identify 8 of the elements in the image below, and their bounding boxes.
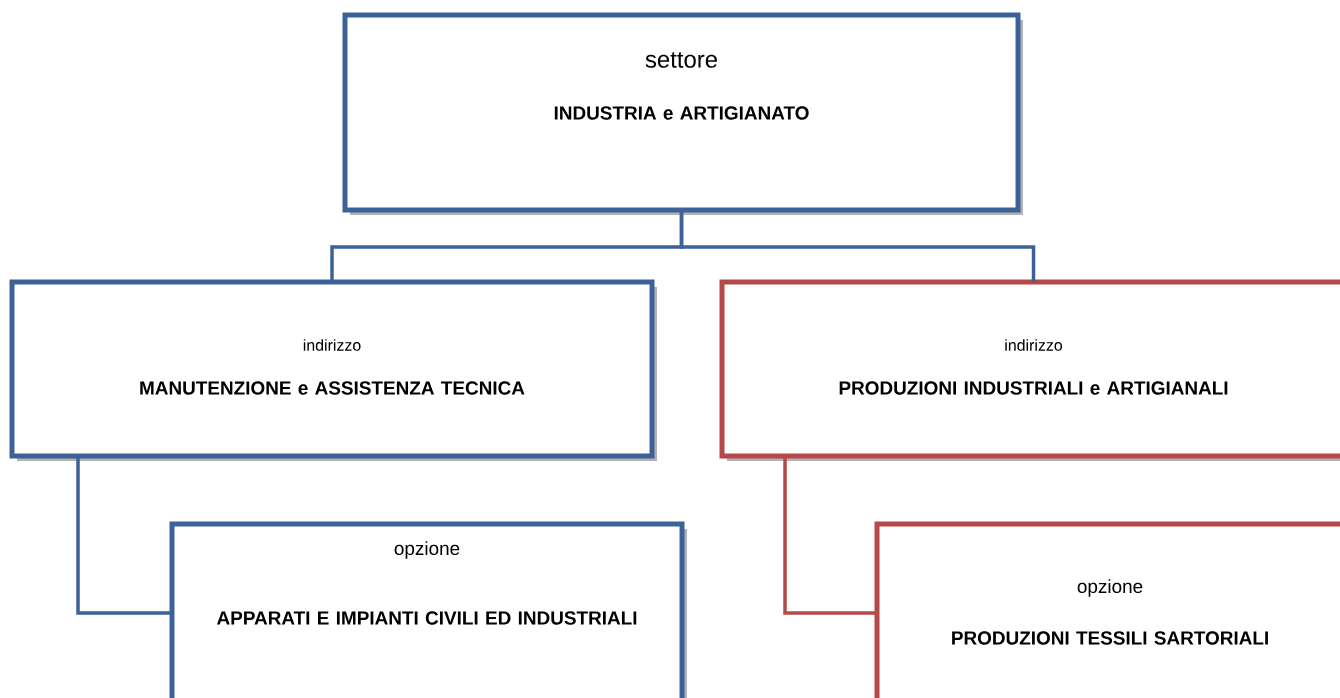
org-box: indirizzo MANUTENZIONE e ASSISTENZA TECNICA: [9, 279, 657, 461]
org-box: settore INDUSTRIA e ARTIGIANATO: [342, 12, 1023, 215]
connector-line: [76, 456, 172, 615]
org-box: opzione APPARATI E IMPIANTI CIVILI ED INDUSTRIALI: [169, 521, 687, 698]
connector-line: [679, 210, 1036, 282]
connector-line: [783, 456, 877, 615]
org-box: indirizzo PRODUZIONI INDUSTRIALI e ARTIGIANALI: [719, 279, 1340, 461]
org-box: opzione PRODUZIONI TESSILI SARTORIALI: [874, 521, 1340, 698]
